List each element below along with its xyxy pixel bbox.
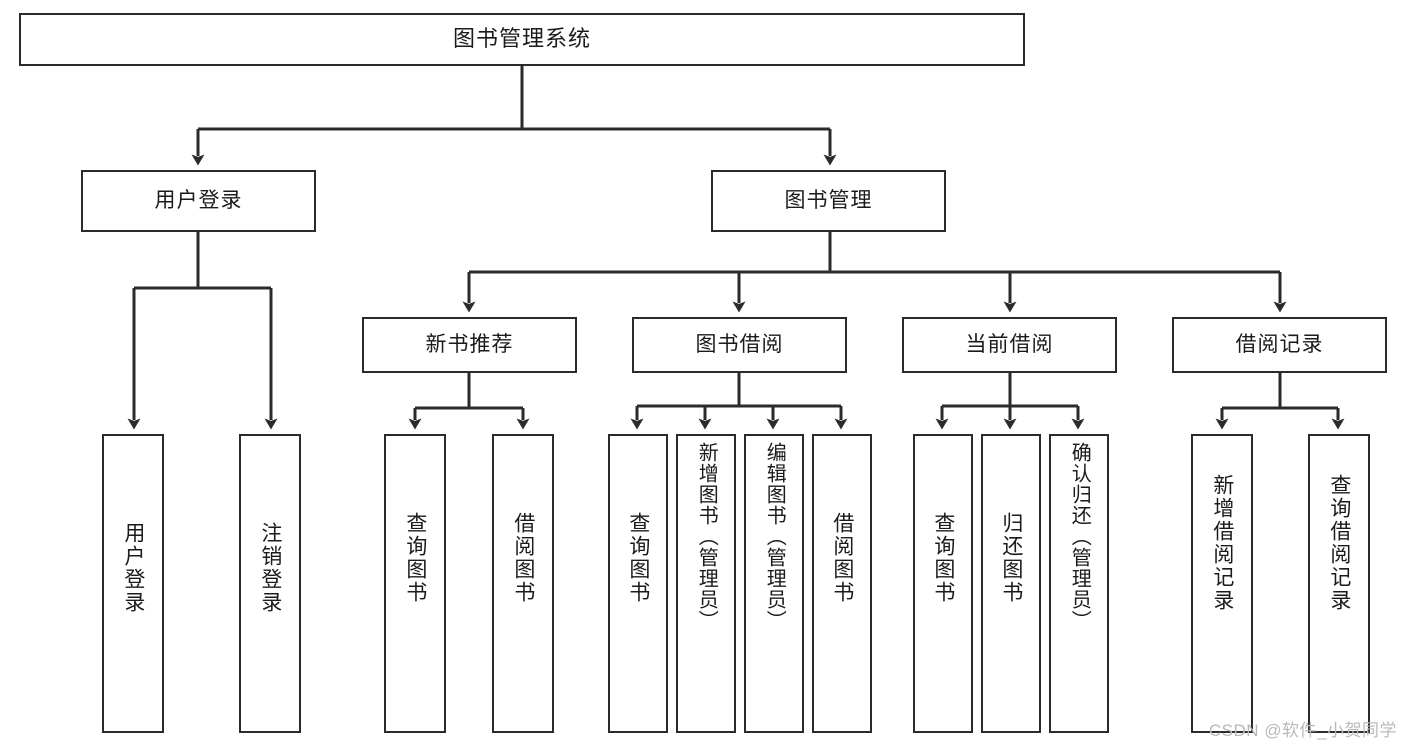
node-label: 查询图书 xyxy=(626,512,650,604)
node-leaf-edit-book-admin[interactable]: 编辑图书（管理员） xyxy=(744,434,804,733)
node-label: 归还图书 xyxy=(999,512,1023,604)
node-borrow-record[interactable]: 借阅记录 xyxy=(1172,317,1387,373)
node-label: 借阅记录 xyxy=(1235,333,1324,357)
node-root-book-management-system[interactable]: 图书管理系统 xyxy=(19,13,1025,66)
node-leaf-add-book-admin[interactable]: 新增图书（管理员） xyxy=(676,434,736,733)
node-label: 查询图书 xyxy=(403,512,427,604)
node-book-management[interactable]: 图书管理 xyxy=(711,170,946,232)
node-label: 查询图书 xyxy=(931,512,955,604)
node-label: 新书推荐 xyxy=(425,333,514,357)
node-label: 确认归还（管理员） xyxy=(1068,442,1091,631)
node-label: 借阅图书 xyxy=(830,512,854,604)
node-leaf-query-borrow-record[interactable]: 查询借阅记录 xyxy=(1308,434,1370,733)
node-leaf-query-book-recommend[interactable]: 查询图书 xyxy=(384,434,446,733)
node-leaf-confirm-return-admin[interactable]: 确认归还（管理员） xyxy=(1049,434,1109,733)
node-leaf-borrow-book[interactable]: 借阅图书 xyxy=(812,434,872,733)
node-label: 借阅图书 xyxy=(511,512,535,604)
node-leaf-user-login[interactable]: 用户登录 xyxy=(102,434,164,733)
node-leaf-borrow-book-recommend[interactable]: 借阅图书 xyxy=(492,434,554,733)
node-user-login[interactable]: 用户登录 xyxy=(81,170,316,232)
node-label: 注销登录 xyxy=(258,522,282,614)
node-leaf-logout[interactable]: 注销登录 xyxy=(239,434,301,733)
node-book-borrow[interactable]: 图书借阅 xyxy=(632,317,847,373)
node-label: 图书借阅 xyxy=(695,333,784,357)
node-label: 新增图书（管理员） xyxy=(695,442,718,631)
node-leaf-query-book-current[interactable]: 查询图书 xyxy=(913,434,973,733)
node-label: 用户登录 xyxy=(121,522,145,614)
node-leaf-query-book-borrow[interactable]: 查询图书 xyxy=(608,434,668,733)
node-current-borrow[interactable]: 当前借阅 xyxy=(902,317,1117,373)
node-leaf-add-borrow-record[interactable]: 新增借阅记录 xyxy=(1191,434,1253,733)
node-label: 图书管理系统 xyxy=(452,26,591,52)
watermark-csdn: CSDN @软件_小贺同学 xyxy=(1208,721,1397,740)
node-label: 新增借阅记录 xyxy=(1210,474,1234,612)
node-label: 编辑图书（管理员） xyxy=(763,442,786,631)
node-label: 当前借阅 xyxy=(965,333,1054,357)
node-leaf-return-book[interactable]: 归还图书 xyxy=(981,434,1041,733)
node-label: 用户登录 xyxy=(154,189,243,213)
node-label: 图书管理 xyxy=(784,189,873,213)
node-label: 查询借阅记录 xyxy=(1327,474,1351,612)
node-new-book-recommend[interactable]: 新书推荐 xyxy=(362,317,577,373)
